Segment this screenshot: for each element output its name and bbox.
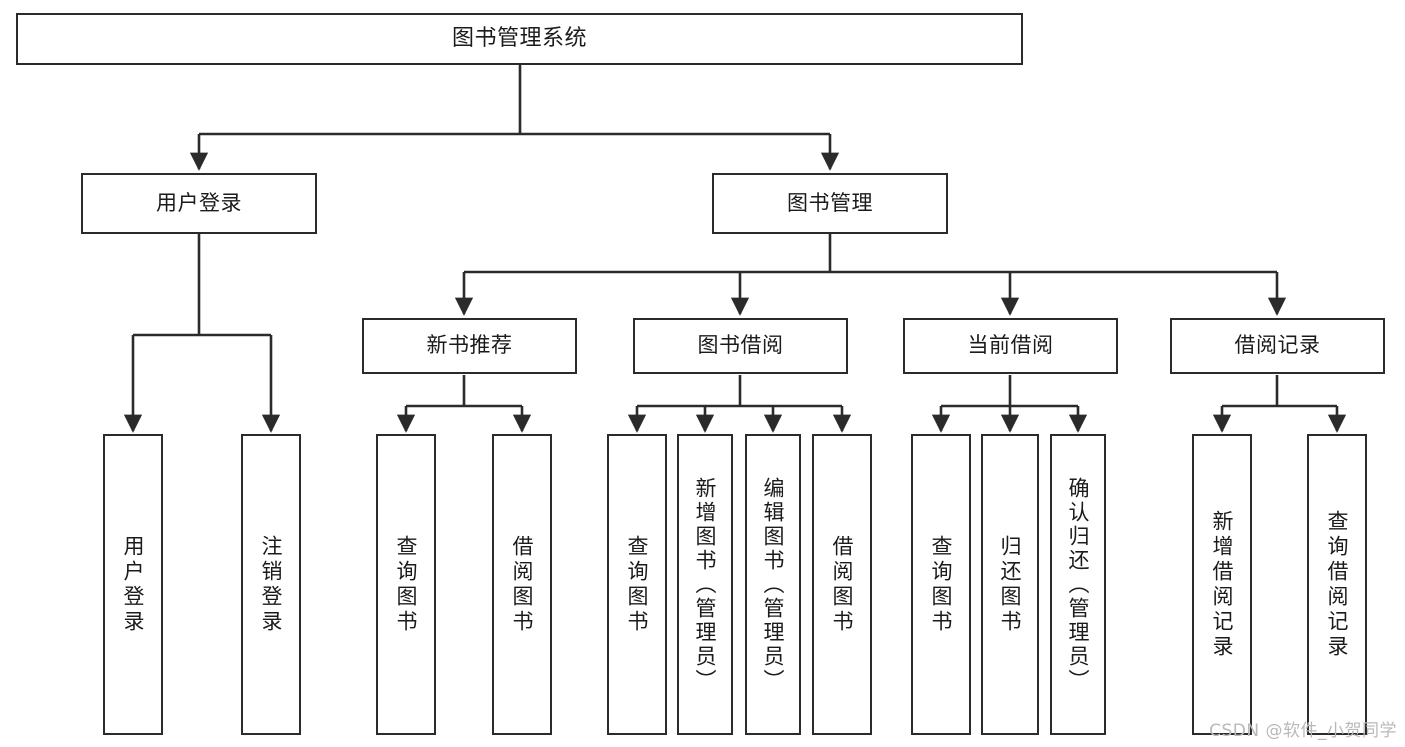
node-label: 确认归还（管理员） (1066, 476, 1091, 693)
node-label: 借阅记录 (1234, 333, 1321, 358)
node-label: 查询借阅记录 (1325, 509, 1350, 660)
node-borrow-records[interactable]: 借阅记录 (1170, 318, 1385, 374)
node-label: 图书借阅 (697, 333, 784, 358)
node-label: 新增图书（管理员） (693, 476, 718, 693)
leaf-user-login[interactable]: 用户登录 (103, 434, 163, 735)
node-label: 图书管理 (787, 190, 873, 215)
leaf-confirm-return-admin[interactable]: 确认归还（管理员） (1050, 434, 1106, 735)
watermark-text: CSDN @软件_小贺同学 (1209, 721, 1397, 741)
leaf-query-book-current[interactable]: 查询图书 (911, 434, 971, 735)
node-label: 注销登录 (259, 534, 284, 635)
leaf-borrow-book-new[interactable]: 借阅图书 (492, 434, 552, 735)
node-book-management[interactable]: 图书管理 (712, 173, 948, 234)
node-label: 查询图书 (394, 534, 419, 635)
node-label: 归还图书 (998, 534, 1023, 635)
node-label: 查询图书 (625, 534, 650, 635)
leaf-borrow-book[interactable]: 借阅图书 (812, 434, 872, 735)
node-label: 图书管理系统 (451, 25, 587, 51)
leaf-query-borrow-record[interactable]: 查询借阅记录 (1307, 434, 1367, 735)
leaf-edit-book-admin[interactable]: 编辑图书（管理员） (745, 434, 801, 735)
node-current-borrow[interactable]: 当前借阅 (903, 318, 1118, 374)
leaf-logout-login[interactable]: 注销登录 (241, 434, 301, 735)
leaf-add-borrow-record[interactable]: 新增借阅记录 (1192, 434, 1252, 735)
node-label: 当前借阅 (967, 333, 1054, 358)
node-root-book-management-system[interactable]: 图书管理系统 (16, 13, 1023, 65)
node-label: 用户登录 (156, 190, 242, 215)
node-book-borrow[interactable]: 图书借阅 (633, 318, 848, 374)
node-label: 借阅图书 (830, 534, 855, 635)
leaf-add-book-admin[interactable]: 新增图书（管理员） (677, 434, 733, 735)
node-user-login[interactable]: 用户登录 (81, 173, 317, 234)
node-label: 新书推荐 (426, 333, 513, 358)
leaf-query-book-new[interactable]: 查询图书 (376, 434, 436, 735)
leaf-query-book-borrow[interactable]: 查询图书 (607, 434, 667, 735)
node-label: 编辑图书（管理员） (761, 476, 786, 693)
node-label: 借阅图书 (510, 534, 535, 635)
node-label: 用户登录 (121, 534, 146, 635)
node-label: 查询图书 (929, 534, 954, 635)
node-label: 新增借阅记录 (1210, 509, 1235, 660)
leaf-return-book[interactable]: 归还图书 (981, 434, 1039, 735)
node-new-book-recommend[interactable]: 新书推荐 (362, 318, 577, 374)
